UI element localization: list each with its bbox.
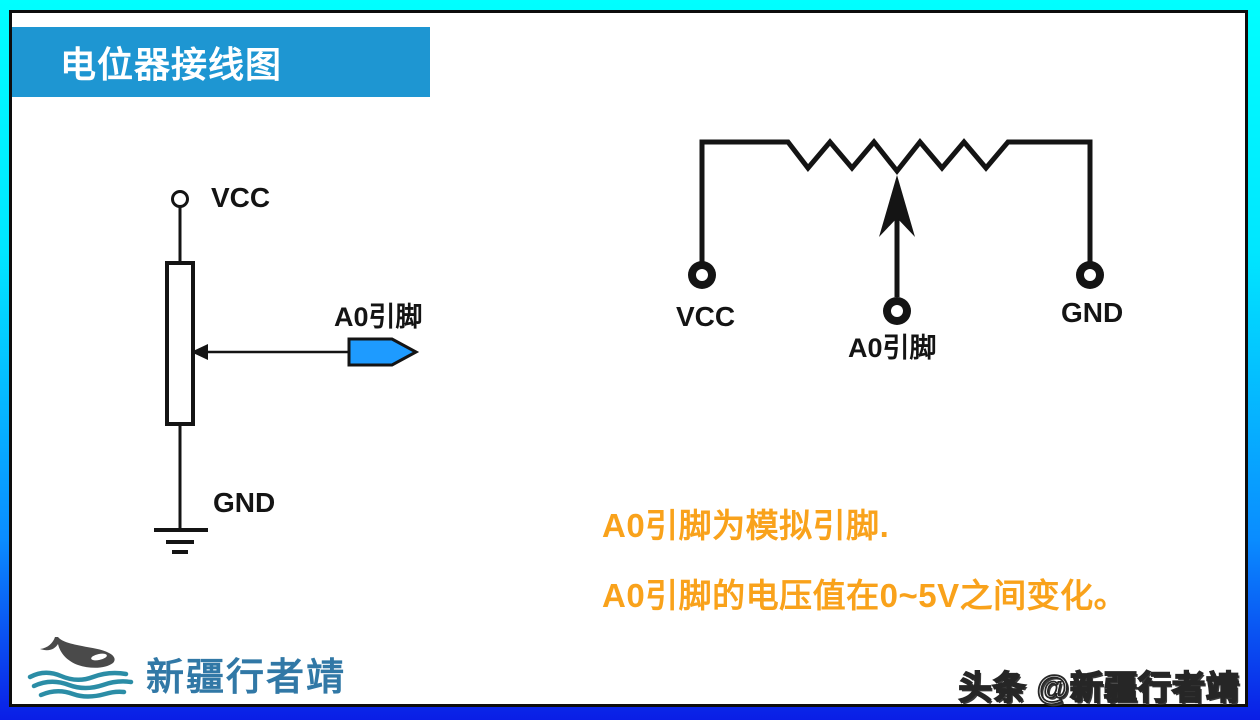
right-gnd-label: GND	[1061, 297, 1124, 328]
resistor-zigzag	[699, 138, 1093, 262]
whale-logo-icon	[27, 637, 134, 699]
potentiometer-horizontal	[688, 138, 1104, 325]
left-a0-pin-label: A0引脚	[334, 302, 423, 332]
arrowhead-up-icon	[879, 175, 915, 237]
right-vcc-label: VCC	[676, 301, 736, 332]
toutiao-watermark: 头条 @新疆行者靖	[958, 668, 1240, 707]
page-title: 电位器接线图	[60, 44, 283, 85]
title-banner: 电位器接线图	[12, 27, 430, 97]
whale-eye-patch	[91, 653, 107, 661]
note-voltage-range: A0引脚的电压值在0~5V之间变化。	[602, 577, 1128, 614]
note-analog-pin: A0引脚为模拟引脚.	[602, 507, 890, 544]
wave-strokes	[27, 670, 134, 699]
left-vcc-label: VCC	[211, 182, 271, 213]
whale-body	[40, 637, 115, 668]
arrowhead-left-icon	[191, 344, 208, 360]
left-gnd-label: GND	[213, 487, 276, 518]
resistor-body	[165, 261, 195, 426]
brand-name: 新疆行者靖	[146, 657, 347, 699]
a0-pin-connector	[347, 337, 420, 367]
vcc-terminal-circle	[171, 190, 189, 208]
slide-background	[9, 10, 1248, 707]
ground-symbol	[154, 528, 208, 554]
wiper-arrow-left	[191, 344, 350, 360]
wiper-arrow-up	[879, 175, 915, 297]
potentiometer-vertical	[154, 190, 420, 554]
right-a0-pin-label: A0引脚	[848, 333, 937, 363]
terminal-dots	[688, 261, 1104, 325]
